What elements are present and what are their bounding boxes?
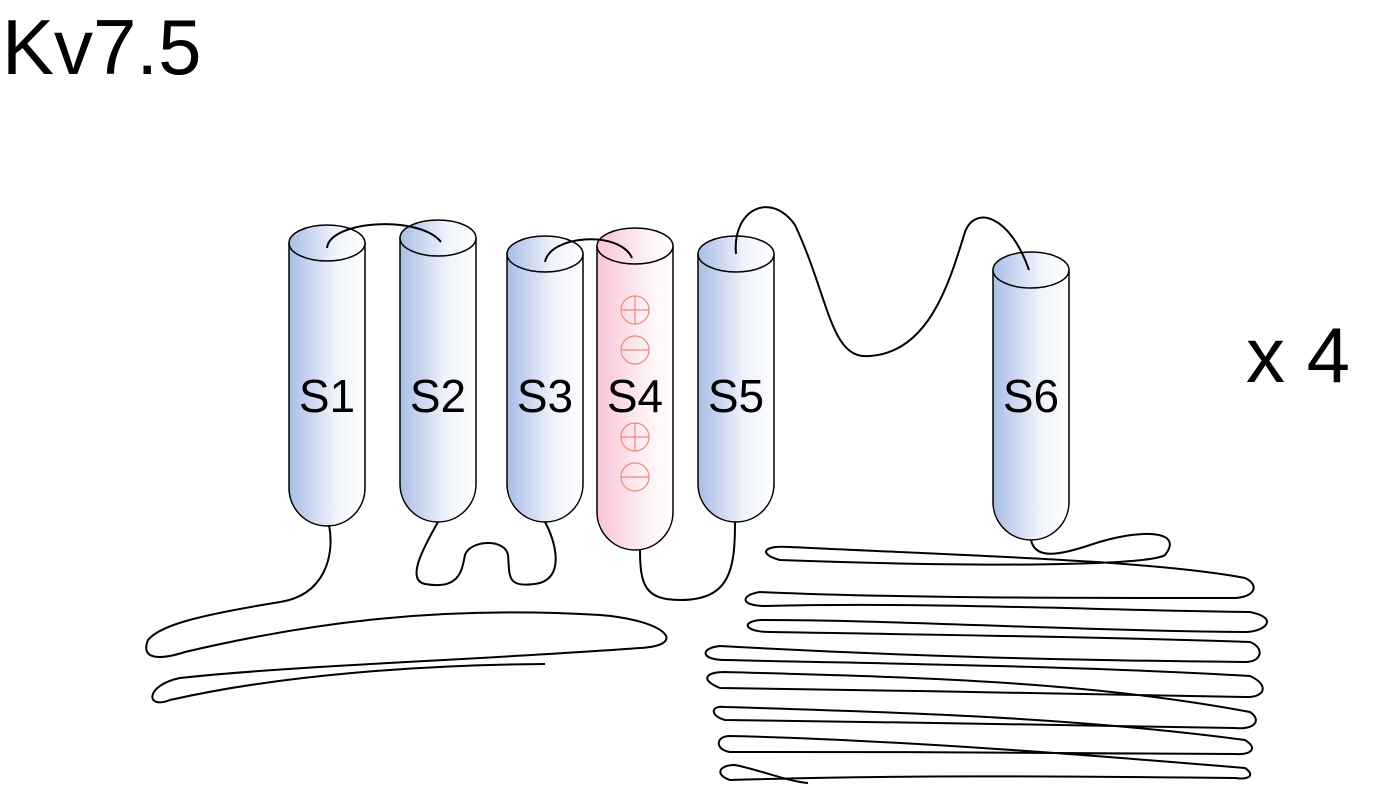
negative-charge-icon (620, 462, 650, 492)
loop-s2-s3 (415, 521, 557, 587)
helix-top (288, 224, 366, 262)
helix-s4: S4 (596, 227, 674, 551)
positive-charge-icon (620, 422, 650, 452)
helix-s2: S2 (399, 219, 477, 523)
loop-s4-s5 (639, 521, 736, 602)
loop-s3-s4 (544, 238, 633, 263)
helix-label: S5 (708, 370, 764, 422)
helix-body (992, 269, 1070, 541)
positive-charge-icon (620, 295, 650, 325)
helix-s3: S3 (506, 235, 584, 523)
helix-top (992, 251, 1070, 289)
helix-label: S1 (299, 370, 355, 422)
helix-body (697, 253, 775, 523)
loop-s1-s2 (326, 223, 442, 249)
helix-label: S6 (1003, 370, 1059, 422)
helix-label: S3 (517, 370, 573, 422)
loop-s5-s6-pore (734, 206, 1030, 358)
helix-s5: S5 (697, 235, 775, 523)
helix-label: S2 (410, 370, 466, 422)
protein-title: Kv7.5 (2, 3, 202, 91)
loops (145, 206, 1268, 784)
c-terminus (704, 532, 1268, 784)
tetramer-multiplier: x 4 (1246, 311, 1351, 399)
helix-s1: S1 (288, 224, 366, 527)
helix-body (399, 237, 477, 523)
n-terminus (145, 524, 668, 704)
helix-body (596, 245, 674, 551)
helix-label: S4 (607, 370, 663, 422)
helix-top (596, 227, 674, 265)
negative-charge-icon (620, 335, 650, 365)
helix-body (506, 253, 584, 523)
helix-s6: S6 (992, 251, 1070, 541)
helix-top (506, 235, 584, 273)
